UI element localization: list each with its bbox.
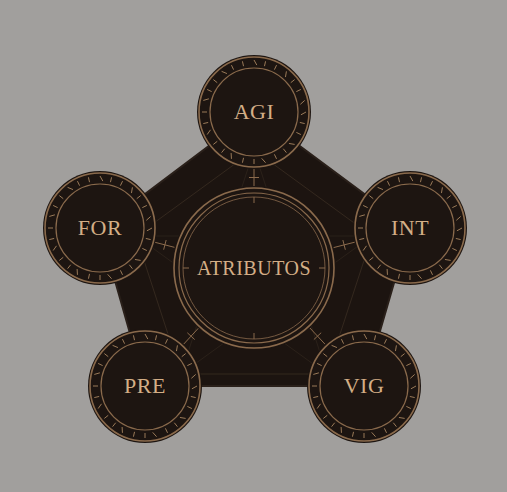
attribute-label: PRE [124, 374, 166, 398]
attribute-label: ATRIBUTOS [197, 257, 311, 279]
attribute-circle: FOR [43, 171, 157, 285]
spoke-line [310, 328, 325, 344]
attribute-label: AGI [234, 100, 275, 124]
attribute-label: VIG [344, 374, 385, 398]
attribute-circle: PRE [88, 329, 202, 443]
center-circle: ATRIBUTOS [172, 186, 336, 350]
spoke-line [155, 240, 174, 250]
attribute-label: INT [391, 216, 429, 240]
attribute-circle: VIG [307, 329, 421, 443]
attribute-label: FOR [78, 216, 122, 240]
spoke-line [333, 240, 354, 250]
attribute-circle: AGI [197, 55, 311, 169]
spoke-line [184, 328, 199, 344]
attribute-circle: INT [353, 171, 467, 285]
spoke-line [249, 169, 259, 186]
